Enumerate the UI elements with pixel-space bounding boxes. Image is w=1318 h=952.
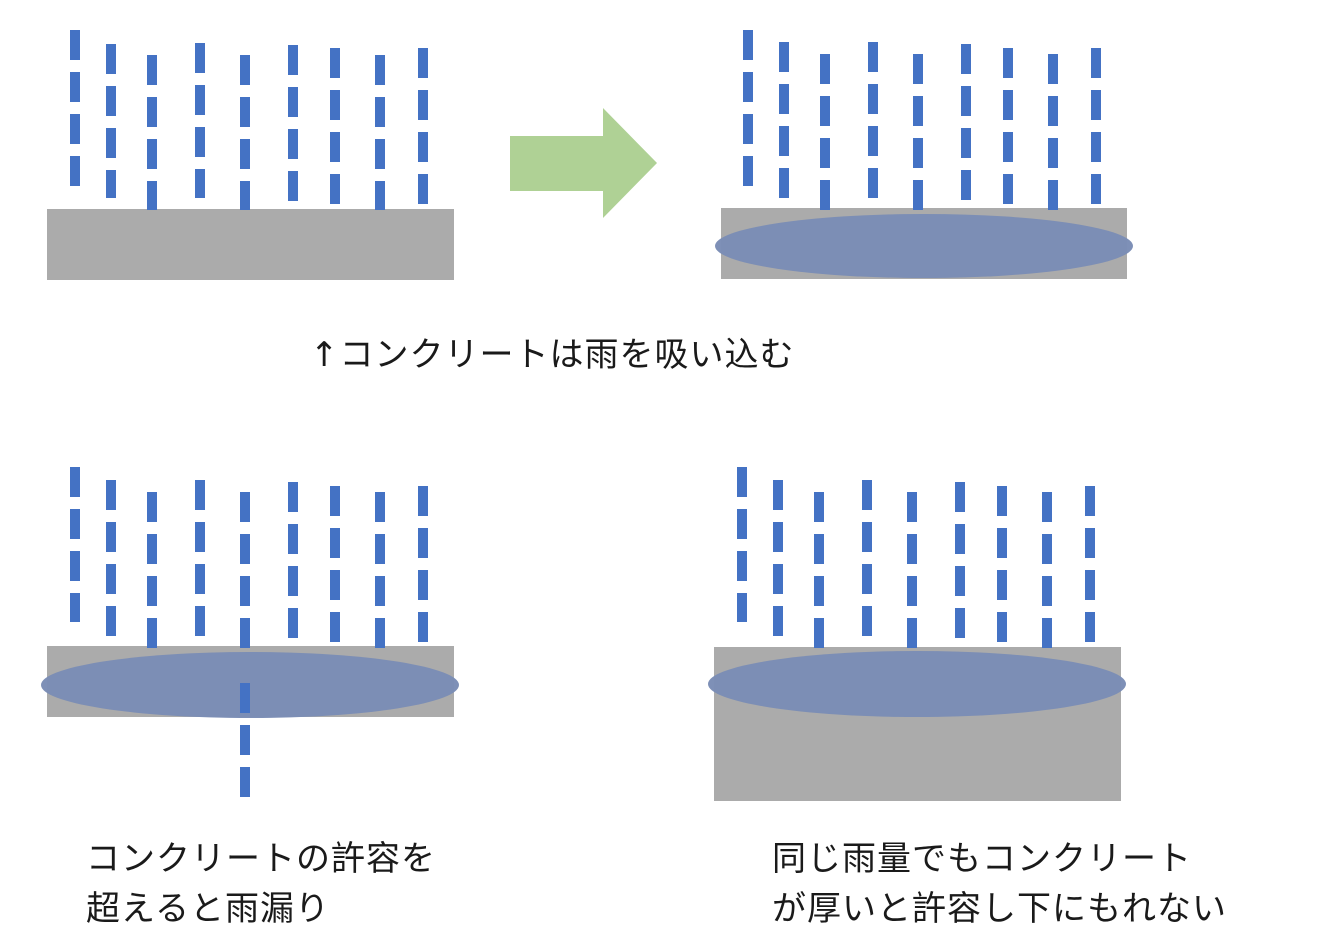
caption-thick: 同じ雨量でもコンクリート が厚いと許容し下にもれない — [772, 834, 1227, 934]
caption-line: コンクリートの許容を — [86, 839, 436, 879]
caption-leak: コンクリートの許容を 超えると雨漏り — [86, 834, 436, 934]
absorbed-water — [715, 214, 1133, 278]
rain-streaks — [70, 30, 428, 210]
rain-streaks — [743, 30, 1101, 210]
caption-line: が厚いと許容し下にもれない — [772, 889, 1227, 929]
caption-line: ↑コンクリートは雨を吸い込む — [310, 335, 795, 375]
rain-streaks — [737, 467, 1095, 648]
absorbed-water — [708, 651, 1126, 717]
panel-thick-concrete-no-leak — [708, 467, 1126, 801]
caption-absorb: ↑コンクリートは雨を吸い込む — [310, 330, 795, 380]
panel-rain-falling — [47, 30, 454, 280]
panel-rain-absorbed — [715, 30, 1133, 279]
panel-thin-concrete-leak — [41, 467, 459, 800]
right-arrow-icon — [510, 108, 657, 218]
caption-line: 超えると雨漏り — [86, 889, 330, 929]
concrete-slab — [47, 209, 454, 280]
rain-streaks — [70, 467, 428, 648]
caption-line: 同じ雨量でもコンクリート — [772, 839, 1192, 879]
